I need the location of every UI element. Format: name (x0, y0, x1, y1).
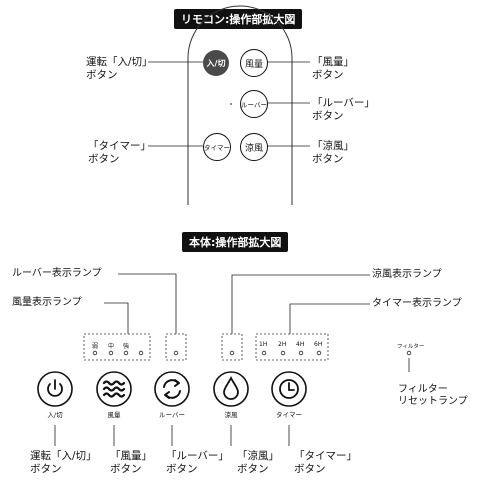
remote-indicator-dot (230, 103, 232, 105)
remote-cool-button[interactable]: 涼風 (240, 133, 268, 161)
body-fan-caption: 風量 (107, 411, 121, 419)
droplet-icon (223, 375, 239, 400)
power-icon (47, 379, 63, 397)
remote-louver-callout: 「ルーバー」 ボタン (312, 97, 375, 122)
timer-level-2h: 2H (278, 341, 287, 348)
body-louver-button[interactable] (154, 371, 190, 407)
rotate-arrows-icon (163, 379, 181, 399)
remote-timer-callout: 「タイマー」 ボタン (88, 140, 151, 165)
timer-level-4h: 4H (296, 341, 305, 348)
louver-lamp-box (165, 333, 187, 361)
clock-icon (279, 379, 299, 399)
timer-lamp-label: タイマー表示ランプ (372, 298, 462, 309)
remote-timer-button[interactable]: タイマー (203, 133, 231, 161)
body-louver-callout: 「ルーバー」 ボタン (166, 450, 229, 475)
body-power-callout: 運転「入/切」 ボタン (30, 450, 97, 475)
wind-waves-icon (102, 380, 126, 398)
cool-lamp-box (221, 333, 243, 361)
filter-reset-label: フィルター リセットランプ (398, 384, 468, 407)
body-cool-button[interactable] (213, 371, 249, 407)
remote-power-button[interactable]: 入/切 (203, 50, 229, 76)
timer-level-1h: 1H (259, 341, 268, 348)
cool-lamp-label: 涼風表示ランプ (372, 269, 442, 280)
filter-reset-lamp (406, 350, 412, 356)
remote-outline (187, 5, 293, 205)
fan-lamp-label: 風量表示ランプ (12, 297, 82, 308)
body-power-caption: 入/切 (47, 411, 63, 419)
fan-level-low: 弱 (92, 343, 99, 350)
timer-level-6h: 6H (314, 341, 323, 348)
body-section-header: 本体:操作部拡大図 (182, 232, 289, 252)
remote-cool-callout: 「涼風」 ボタン (312, 140, 354, 165)
body-timer-caption: タイマー (276, 411, 302, 419)
timer-lamp-group (255, 333, 329, 361)
remote-fan-button[interactable]: 風量 (240, 49, 268, 77)
fan-level-mid: 中 (108, 343, 115, 350)
body-cool-callout: 「涼風」 ボタン (237, 450, 279, 475)
remote-fan-callout: 「風量」 ボタン (312, 56, 354, 81)
body-cool-caption: 涼風 (224, 411, 238, 419)
body-fan-callout: 「風量」 ボタン (110, 450, 152, 475)
body-fan-button[interactable] (96, 371, 132, 407)
filter-small-label: フィルター (397, 344, 425, 350)
fan-level-high: 強 (123, 343, 130, 350)
louver-lamp-label: ルーバー表示ランプ (12, 268, 102, 279)
body-timer-callout: 「タイマー」 ボタン (294, 450, 357, 475)
fan-lamp-group (83, 333, 151, 361)
remote-louver-button[interactable]: ルーバー (240, 90, 268, 118)
remote-power-callout: 運転「入/切」 ボタン (86, 56, 153, 81)
body-power-button[interactable] (37, 371, 73, 407)
body-louver-caption: ルーバー (159, 411, 185, 419)
body-timer-button[interactable] (271, 371, 307, 407)
